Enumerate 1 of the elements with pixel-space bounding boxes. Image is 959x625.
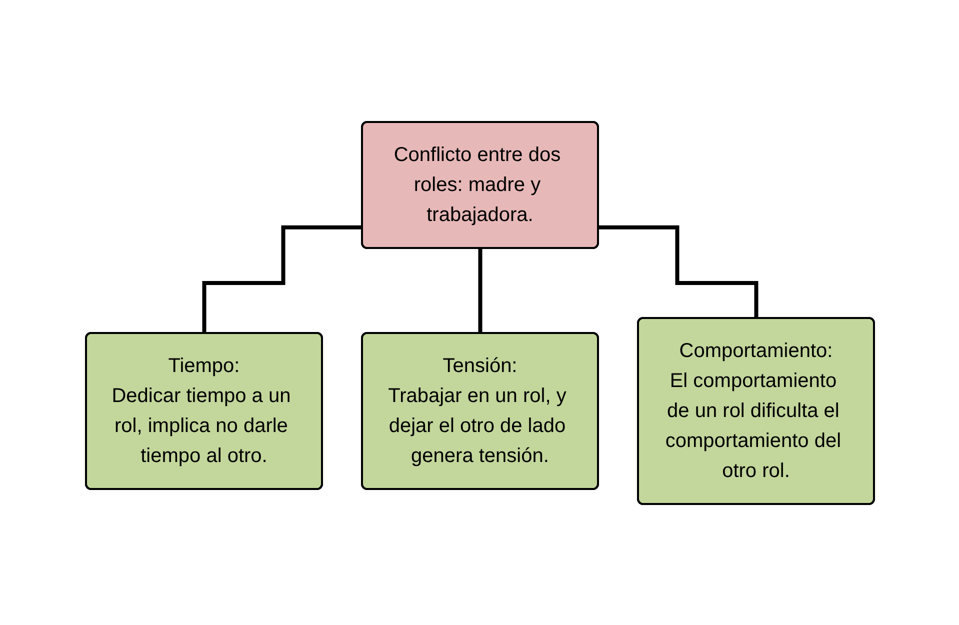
connector xyxy=(478,246,482,335)
